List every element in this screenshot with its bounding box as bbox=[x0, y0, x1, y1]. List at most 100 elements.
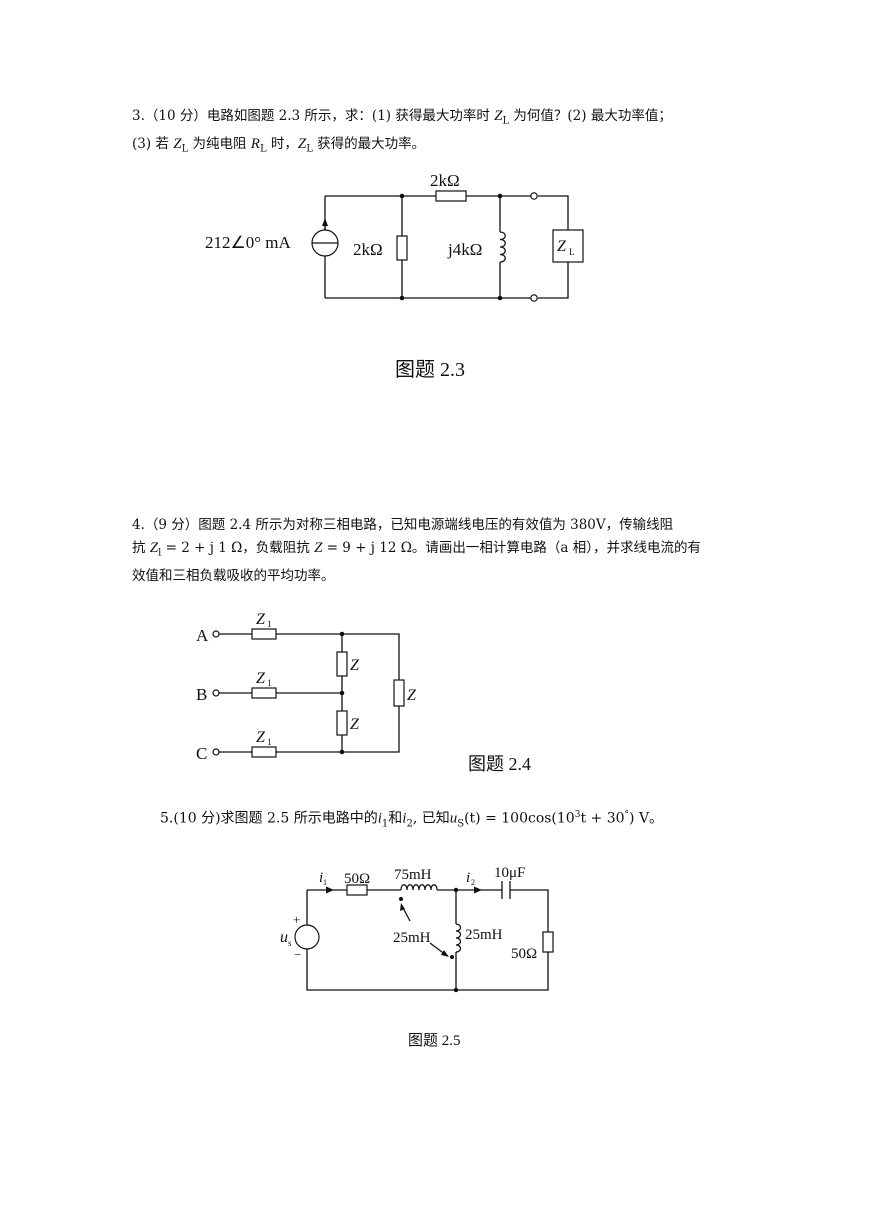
terminal-c-icon bbox=[212, 748, 220, 756]
fig-plus-label: + bbox=[293, 912, 300, 927]
q4-number: 4. bbox=[132, 517, 145, 533]
q3-paragraph: 3.（10 分）电路如图题 2.3 所示，求：(1) 获得最大功率时 ZL 为何… bbox=[132, 105, 742, 160]
q5-i2-sub: 2 bbox=[406, 818, 413, 830]
q4-text-d: = 9 + j 12 Ω。请画出一相计算电路（a 相），并求线电流的有 bbox=[322, 540, 702, 556]
q5-and: 和 bbox=[388, 810, 403, 827]
load-bc-icon bbox=[336, 710, 348, 736]
i2-arrow-icon bbox=[474, 886, 482, 894]
source-label: 212∠0° mA bbox=[205, 233, 292, 252]
line-imp-a-sub: 1 bbox=[267, 619, 272, 629]
q3-zl-3-sub: L bbox=[306, 143, 313, 155]
line-impedance-a-icon bbox=[251, 628, 277, 640]
q4-zl: Z bbox=[149, 540, 159, 556]
inductor-icon bbox=[499, 231, 506, 263]
q5-exp: 3 bbox=[574, 810, 581, 820]
line-imp-a-label: Z bbox=[256, 611, 266, 628]
caption-2-3: 图题 2.3 bbox=[395, 359, 465, 381]
q4-paragraph: 4.（9 分）图题 2.4 所示为对称三相电路，已知电源端线电压的有效值为 38… bbox=[132, 514, 742, 588]
fig-l2-label: 25mH bbox=[465, 927, 503, 943]
inductor-75mh-icon bbox=[400, 884, 438, 891]
fig-l1-label: 75mH bbox=[394, 867, 432, 883]
q3-rl-sub: L bbox=[259, 143, 267, 155]
q5-i1-sub: 1 bbox=[381, 818, 389, 830]
terminal-b-icon bbox=[212, 689, 220, 697]
q3-rl: R bbox=[250, 135, 260, 152]
terminal-top-icon bbox=[530, 192, 538, 200]
r-top-label: 2kΩ bbox=[430, 171, 460, 190]
load-label: Z bbox=[557, 238, 567, 255]
q5-us-sub: S bbox=[457, 818, 465, 830]
inductor-25mh-icon bbox=[455, 923, 462, 953]
load-ca-icon bbox=[393, 679, 405, 707]
load-bc-label: Z bbox=[350, 716, 360, 733]
fig-us-sub: s bbox=[288, 938, 292, 948]
terminal-b-label: B bbox=[196, 685, 207, 704]
i1-arrow-icon bbox=[326, 886, 334, 894]
fig-r2-label: 50Ω bbox=[511, 946, 537, 962]
fig-us-label: u bbox=[280, 929, 288, 946]
inductor-label: j4kΩ bbox=[447, 240, 482, 259]
fig-minus-label: − bbox=[294, 947, 301, 962]
resistor-50-right-icon bbox=[542, 931, 554, 953]
fig-i2-sub: 2 bbox=[471, 878, 475, 887]
caption-2-5: 图题 2.5 bbox=[408, 1033, 461, 1049]
q3-score: （10 分） bbox=[144, 108, 207, 124]
q5-text-c: (t) = 100cos(10 bbox=[464, 810, 575, 827]
r-shunt-label: 2kΩ bbox=[353, 240, 383, 259]
line-impedance-b-icon bbox=[251, 687, 277, 699]
load-ca-label: Z bbox=[407, 687, 417, 704]
q4-z: Z bbox=[314, 540, 323, 556]
fig-i1-label: i bbox=[319, 870, 323, 886]
fig-m-label: 25mH bbox=[393, 930, 431, 946]
fig-i1-sub: 1 bbox=[323, 878, 327, 887]
q3-text-b: 为何值？(2) 最大功率值； bbox=[509, 108, 672, 124]
resistor-top-icon bbox=[435, 190, 467, 202]
terminal-a-label: A bbox=[196, 626, 209, 645]
fig-r1-label: 50Ω bbox=[344, 871, 370, 887]
q3-zl-2-sub: L bbox=[181, 143, 189, 155]
q3-text-a: 电路如图题 2.3 所示，求：(1) 获得最大功率时 bbox=[206, 108, 495, 124]
q5-deg: ° bbox=[624, 810, 630, 820]
q3-zl-sub: L bbox=[502, 115, 510, 127]
q3-zl: Z bbox=[494, 108, 503, 124]
line-imp-b-sub: 1 bbox=[267, 678, 272, 688]
load-ab-label: Z bbox=[350, 657, 360, 674]
current-source-icon bbox=[311, 229, 339, 257]
line-imp-c-label: Z bbox=[256, 729, 266, 746]
line-imp-c-sub: 1 bbox=[267, 737, 272, 747]
load-zl-icon bbox=[552, 229, 584, 263]
q5-us: u bbox=[449, 810, 458, 827]
terminal-bottom-icon bbox=[530, 294, 538, 302]
q5-i2: i bbox=[402, 810, 407, 827]
terminal-c-label: C bbox=[196, 744, 207, 763]
resistor-50-top-icon bbox=[346, 884, 368, 896]
q5-text-e: ) V。 bbox=[629, 810, 664, 827]
q5-text-d: t + 30 bbox=[580, 810, 625, 827]
q3-text-c: (3) 若 bbox=[132, 135, 174, 152]
voltage-source-icon bbox=[294, 924, 320, 950]
line-impedance-c-icon bbox=[251, 746, 277, 758]
q4-text-a: 图题 2.4 所示为对称三相电路，已知电源端线电压的有效值为 380V，传输线阻 bbox=[198, 517, 674, 533]
q5-paragraph: 5.(10 分)求图题 2.5 所示电路中的i1和i2, 已知uS(t) = 1… bbox=[160, 804, 780, 835]
q4-zl-sub: l bbox=[158, 547, 162, 559]
caption-2-4: 图题 2.4 bbox=[468, 754, 531, 774]
q4-text-c: = 2 + j 1 Ω，负载阻抗 bbox=[161, 540, 315, 556]
fig-cap-label: 10μF bbox=[494, 865, 525, 881]
q3-zl-2: Z bbox=[173, 135, 182, 152]
q5-text-a: 5.(10 分)求图题 2.5 所示电路中的 bbox=[160, 810, 378, 827]
capacitor-icon bbox=[501, 881, 511, 899]
q3-text-d: 为纯电阻 bbox=[188, 135, 251, 152]
fig-i2-label: i bbox=[466, 870, 470, 886]
q4-text-b: 抗 bbox=[132, 540, 150, 556]
terminal-a-icon bbox=[212, 630, 220, 638]
q5-text-b: , 已知 bbox=[412, 810, 450, 827]
q3-zl-3: Z bbox=[297, 135, 307, 152]
q4-text-e: 效值和三相负载吸收的平均功率。 bbox=[132, 567, 335, 584]
load-ab-icon bbox=[336, 651, 348, 677]
q3-text-f: 获得的最大功率。 bbox=[312, 135, 426, 152]
resistor-shunt-icon bbox=[396, 235, 408, 261]
line-imp-b-label: Z bbox=[256, 670, 266, 687]
load-label-sub: L bbox=[569, 247, 575, 257]
q4-score: （9 分） bbox=[144, 517, 199, 533]
q3-number: 3. bbox=[132, 108, 145, 124]
